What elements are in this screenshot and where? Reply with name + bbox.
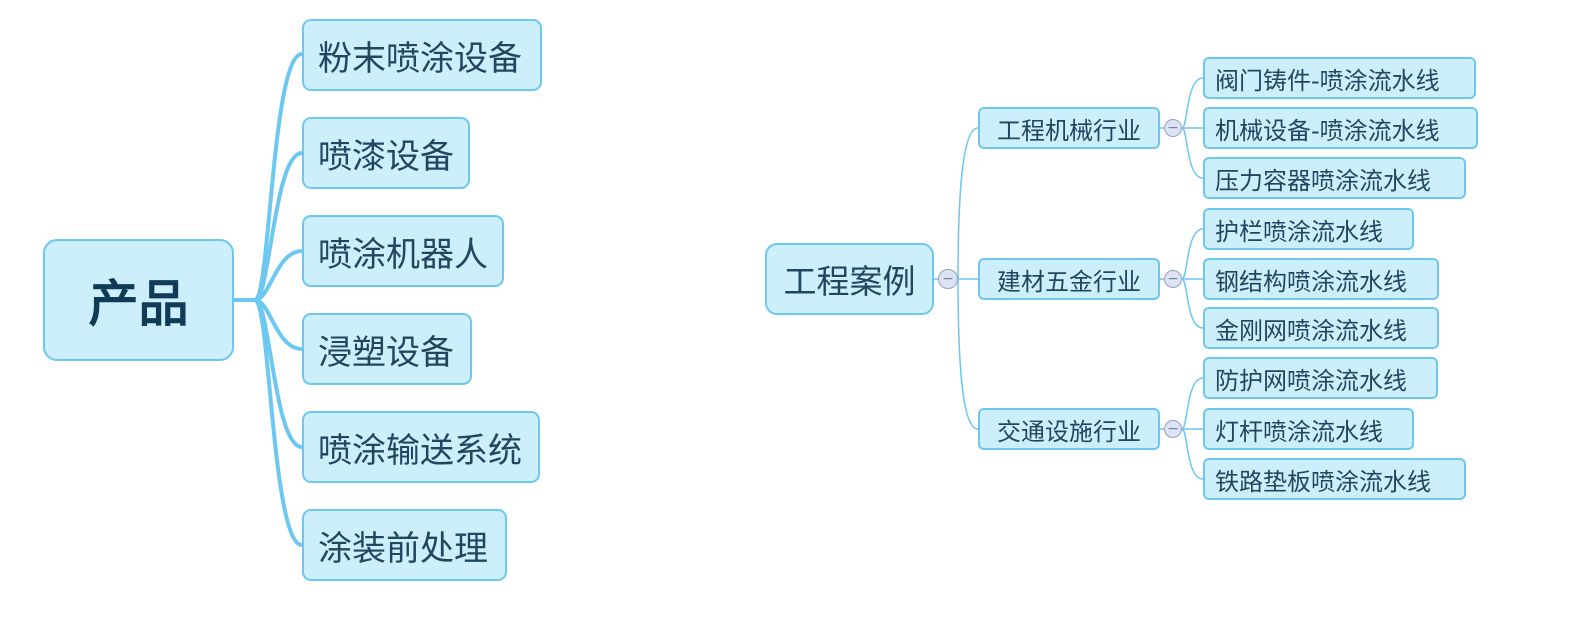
leaf-node[interactable]: 钢结构喷涂流水线: [1203, 258, 1439, 300]
category-node[interactable]: 建材五金行业: [978, 258, 1160, 300]
collapse-toggle-icon[interactable]: −: [1164, 119, 1182, 137]
leaf-node[interactable]: 铁路垫板喷涂流水线: [1203, 458, 1466, 500]
leaf-node[interactable]: 防护网喷涂流水线: [1203, 357, 1438, 399]
branch-node[interactable]: 喷涂输送系统: [302, 411, 540, 483]
branch-node[interactable]: 喷涂机器人: [302, 215, 504, 287]
category-node[interactable]: 工程机械行业: [978, 107, 1160, 149]
category-node[interactable]: 交通设施行业: [978, 408, 1160, 450]
leaf-node[interactable]: 机械设备-喷涂流水线: [1203, 107, 1478, 149]
leaf-node[interactable]: 金刚网喷涂流水线: [1203, 307, 1439, 349]
collapse-toggle-icon[interactable]: −: [938, 269, 958, 289]
branch-node[interactable]: 喷漆设备: [302, 117, 470, 189]
collapse-toggle-icon[interactable]: −: [1164, 270, 1182, 288]
root-node-cases[interactable]: 工程案例: [765, 243, 934, 315]
branch-node[interactable]: 涂装前处理: [302, 509, 507, 581]
leaf-node[interactable]: 压力容器喷涂流水线: [1203, 157, 1466, 199]
leaf-node[interactable]: 灯杆喷涂流水线: [1203, 408, 1414, 450]
branch-node[interactable]: 浸塑设备: [302, 313, 472, 385]
root-node-products[interactable]: 产品: [43, 239, 234, 361]
leaf-node[interactable]: 阀门铸件-喷涂流水线: [1203, 57, 1476, 99]
collapse-toggle-icon[interactable]: −: [1164, 420, 1182, 438]
branch-node[interactable]: 粉末喷涂设备: [302, 19, 542, 91]
leaf-node[interactable]: 护栏喷涂流水线: [1203, 208, 1414, 250]
